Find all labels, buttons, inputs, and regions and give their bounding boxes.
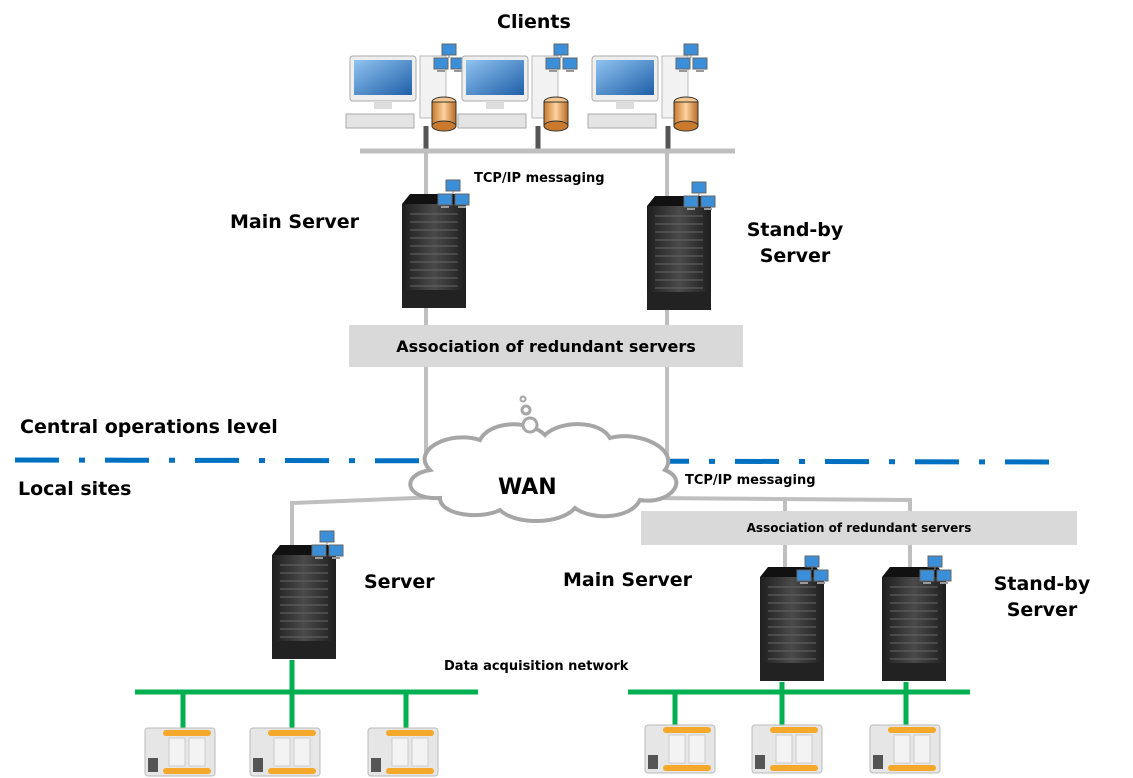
plc-device xyxy=(144,727,216,777)
plc-device xyxy=(644,724,716,774)
client-workstation xyxy=(588,44,707,131)
data-acquisition-network xyxy=(135,660,970,730)
central-operations-label: Central operations level xyxy=(20,416,278,438)
data-acquisition-label: Data acquisition network xyxy=(444,659,629,674)
standby-label-local: Stand-by Server xyxy=(992,573,1092,621)
assoc-label-bottom: Association of redundant servers xyxy=(746,521,972,535)
local-sites-label: Local sites xyxy=(18,478,132,500)
standby-label-top: Stand-by Server xyxy=(745,219,845,267)
tcpip-label-top: TCP/IP messaging xyxy=(474,171,605,186)
assoc-box-top: Association of redundant servers xyxy=(349,325,743,367)
standby-label-local-line2: Server xyxy=(1006,599,1078,621)
assoc-box-bottom: Association of redundant servers xyxy=(641,511,1077,545)
standby-label-local-line1: Stand-by xyxy=(993,573,1091,595)
local-server xyxy=(271,530,344,660)
client-drops xyxy=(423,126,671,150)
client-workstation xyxy=(346,44,465,131)
standby-label-top-line2: Server xyxy=(759,245,831,267)
tcpip-label-bottom: TCP/IP messaging xyxy=(685,473,816,488)
wan-cloud xyxy=(408,395,679,523)
main-server-label-local: Main Server xyxy=(563,569,692,591)
server-label-local: Server xyxy=(364,571,435,593)
standby-server-top xyxy=(646,181,716,311)
client-workstation xyxy=(458,44,577,131)
main-server-top xyxy=(401,179,470,309)
wan-label: WAN xyxy=(498,475,557,500)
clients-label: Clients xyxy=(497,11,571,33)
plc-device xyxy=(869,724,941,774)
plc-device xyxy=(249,727,321,777)
assoc-label-top: Association of redundant servers xyxy=(396,336,696,356)
plc-device xyxy=(751,724,823,774)
main-server-local xyxy=(759,555,829,682)
standby-label-top-line1: Stand-by xyxy=(746,219,844,241)
standby-server-local xyxy=(881,555,952,682)
plc-device xyxy=(367,727,439,777)
main-server-label-top: Main Server xyxy=(230,211,359,233)
